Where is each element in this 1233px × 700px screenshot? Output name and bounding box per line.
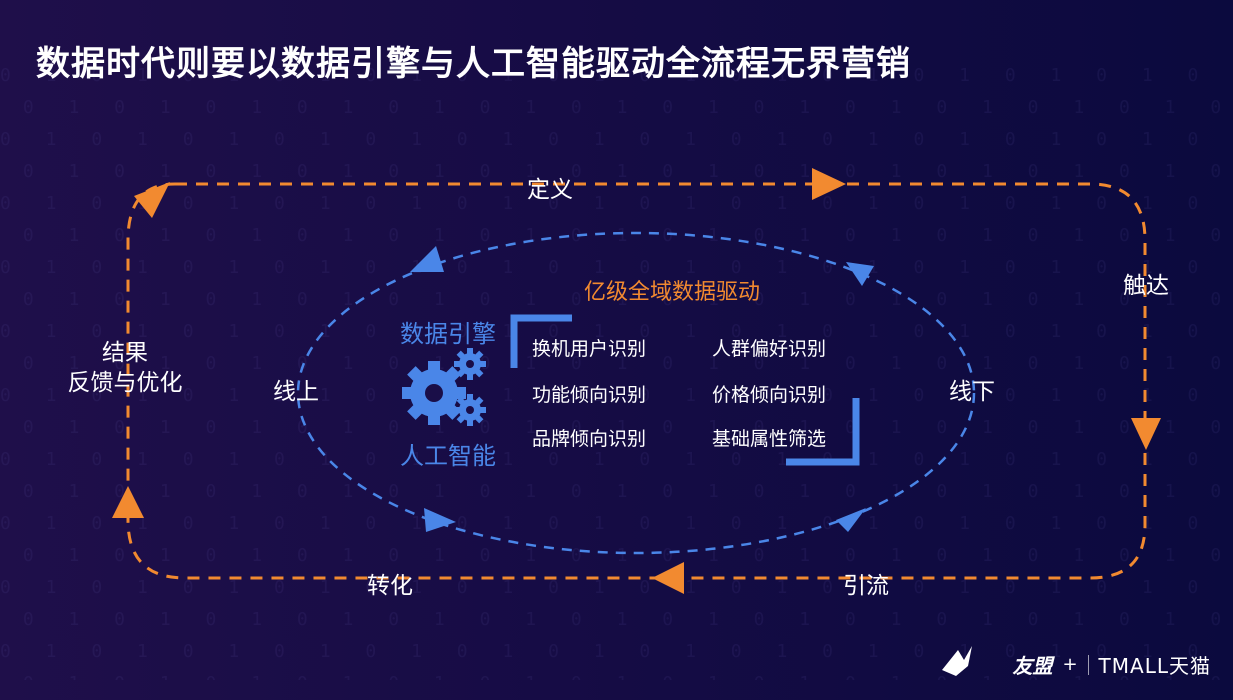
engine-ai-label: 人工智能: [400, 442, 496, 470]
label-conversion: 转化: [367, 573, 413, 599]
brand-plus: +: [1062, 654, 1078, 675]
bracket-bottomright: [786, 398, 860, 466]
label-offline: 线下: [949, 379, 995, 405]
footer-brand: 友盟 + TMALL天猫: [1012, 650, 1211, 679]
bracket-topleft: [510, 314, 572, 368]
feature-item: 价格倾向识别: [712, 384, 827, 406]
inner-arrow-topleft-icon: [410, 246, 444, 272]
arrow-down-icon: [1131, 418, 1161, 450]
arrow-up-icon: [112, 486, 144, 518]
feature-item: 换机用户识别: [532, 338, 647, 360]
engine-data-label: 数据引擎: [400, 320, 496, 348]
label-feedback: 反馈与优化: [67, 370, 183, 396]
feature-item: 基础属性筛选: [712, 428, 827, 450]
inner-loop-ellipse: [296, 231, 976, 555]
inner-arrow-bottomleft-icon: [424, 508, 456, 532]
gear-icon: [402, 348, 486, 426]
brand-tmall: TMALL天猫: [1098, 654, 1211, 678]
inner-arrow-topright-icon: [846, 262, 874, 286]
label-online: 线上: [273, 379, 319, 405]
arrow-upright-icon: [134, 182, 170, 218]
center-title: 亿级全域数据驱动: [583, 280, 761, 305]
inner-arrow-bottomright-icon: [836, 508, 866, 532]
feature-item: 品牌倾向识别: [532, 428, 647, 450]
brand-separator: [1087, 654, 1089, 675]
label-result-feedback: 结果 反馈与优化: [68, 338, 183, 398]
outer-loop-path: [126, 182, 1147, 580]
page-title: 数据时代则要以数据引擎与人工智能驱动全流程无界营销: [36, 44, 911, 84]
brand-umeng: 友盟: [1012, 654, 1053, 678]
feature-item: 人群偏好识别: [712, 338, 827, 360]
arrow-left-icon: [652, 562, 684, 594]
arrow-right-icon: [812, 168, 846, 200]
label-result: 结果: [102, 340, 148, 366]
feature-item: 功能倾向识别: [532, 384, 647, 406]
label-reach: 触达: [1123, 273, 1169, 299]
umeng-logo-icon: [942, 646, 972, 676]
label-traffic: 引流: [843, 573, 889, 599]
label-define: 定义: [527, 177, 573, 203]
